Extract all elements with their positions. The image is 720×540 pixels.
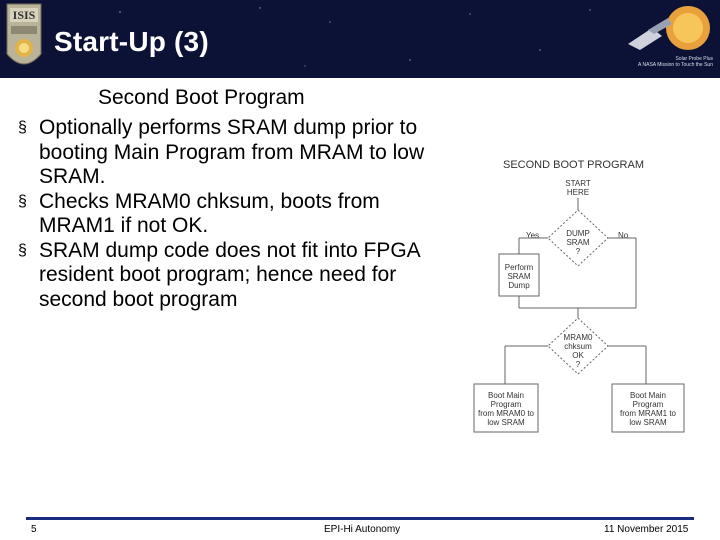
boot0-label: Boot Main bbox=[488, 391, 524, 400]
boot-mram1-box bbox=[611, 383, 685, 433]
bullet-text: Optionally performs SRAM dump prior to b… bbox=[39, 116, 425, 188]
section-subtitle: Second Boot Program bbox=[98, 86, 305, 109]
bullet-item: § Optionally performs SRAM dump prior to… bbox=[18, 116, 448, 190]
footer-date: 11 November 2015 bbox=[604, 524, 689, 535]
boot1-label: from MRAM1 to bbox=[620, 409, 677, 418]
boot1-label: Program bbox=[633, 400, 664, 409]
bullet-list: § Optionally performs SRAM dump prior to… bbox=[18, 116, 448, 312]
page-title: Start-Up (3) bbox=[54, 26, 209, 57]
mission-caption: Solar Probe Plus bbox=[675, 56, 713, 62]
bullet-marker: § bbox=[18, 241, 27, 259]
bullet-marker: § bbox=[18, 192, 27, 210]
boot-mram0-box bbox=[473, 383, 539, 433]
bullet-text: Checks MRAM0 chksum, boots from MRAM1 if… bbox=[39, 189, 380, 238]
boot0-label: Program bbox=[491, 400, 522, 409]
flowchart-title: SECOND BOOT PROGRAM bbox=[503, 159, 644, 171]
checksum-label: ? bbox=[576, 360, 581, 369]
dump-decision bbox=[547, 209, 609, 267]
perform-label: Dump bbox=[508, 281, 530, 290]
boot1-label: Boot Main bbox=[630, 391, 666, 400]
footer-divider bbox=[26, 517, 694, 520]
no-label: No bbox=[618, 231, 629, 240]
checksum-label: OK bbox=[572, 351, 584, 360]
mission-tagline: A NASA Mission to Touch the Sun bbox=[638, 62, 713, 68]
yes-label: Yes bbox=[526, 231, 539, 240]
page-number: 5 bbox=[31, 524, 37, 535]
perform-label: Perform bbox=[505, 263, 534, 272]
start-label: START bbox=[565, 179, 591, 188]
checksum-decision bbox=[547, 317, 609, 375]
starfield-background bbox=[119, 7, 591, 67]
start-label: HERE bbox=[567, 188, 589, 197]
mission-logo bbox=[618, 4, 714, 72]
isis-logo: ISIS bbox=[3, 2, 45, 78]
bullet-text: SRAM dump code does not fit into FPGA re… bbox=[39, 238, 420, 311]
boot0-label: from MRAM0 to bbox=[478, 409, 535, 418]
header-banner: ISIS Start-Up (3) Solar Probe Plus A NAS… bbox=[0, 0, 720, 78]
bullet-marker: § bbox=[18, 119, 27, 136]
bullet-item: § Checks MRAM0 chksum, boots from MRAM1 … bbox=[18, 190, 448, 239]
boot-flowchart: SECOND BOOT PROGRAM START HERE DUMP SRAM… bbox=[473, 159, 685, 433]
footer-title: EPI-Hi Autonomy bbox=[324, 524, 401, 535]
bullet-item: § SRAM dump code does not fit into FPGA … bbox=[18, 239, 448, 313]
checksum-label: MRAM0 bbox=[564, 333, 593, 342]
boot0-label: low SRAM bbox=[487, 418, 525, 427]
perform-label: SRAM bbox=[507, 272, 530, 281]
dump-label: DUMP bbox=[566, 229, 590, 238]
dump-label: ? bbox=[576, 247, 581, 256]
checksum-label: chksum bbox=[564, 342, 592, 351]
logo-text: ISIS bbox=[13, 8, 36, 22]
boot1-label: low SRAM bbox=[629, 418, 667, 427]
dump-label: SRAM bbox=[566, 238, 589, 247]
